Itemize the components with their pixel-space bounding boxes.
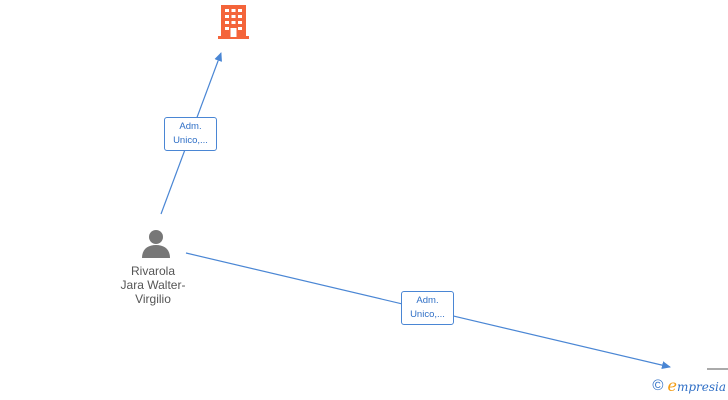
edge-label-line: Adm.: [179, 121, 202, 132]
edge-label-offscreen-role[interactable]: Adm. Unico,...: [401, 291, 454, 325]
person-label-line: Rivarola: [130, 264, 175, 278]
person-icon[interactable]: [141, 229, 171, 258]
copyright-watermark: © empresia: [652, 376, 726, 395]
person-label-line: Jara Walter-: [120, 278, 186, 292]
edge-label-line: Unico,...: [173, 135, 208, 146]
building-icon[interactable]: [218, 5, 249, 39]
person-label-line: Virgilio: [135, 292, 171, 306]
edge-label-line: Adm.: [416, 295, 439, 306]
brand-logo: empresia: [667, 376, 726, 395]
person-label[interactable]: Rivarola Jara Walter- Virgilio: [108, 264, 198, 306]
edge-label-line: Unico,...: [410, 309, 445, 320]
brand-initial: e: [667, 376, 677, 395]
brand-name: mpresia: [676, 380, 726, 394]
edge-label-company-role[interactable]: Adm. Unico,...: [164, 117, 217, 151]
copyright-symbol: ©: [652, 377, 664, 394]
